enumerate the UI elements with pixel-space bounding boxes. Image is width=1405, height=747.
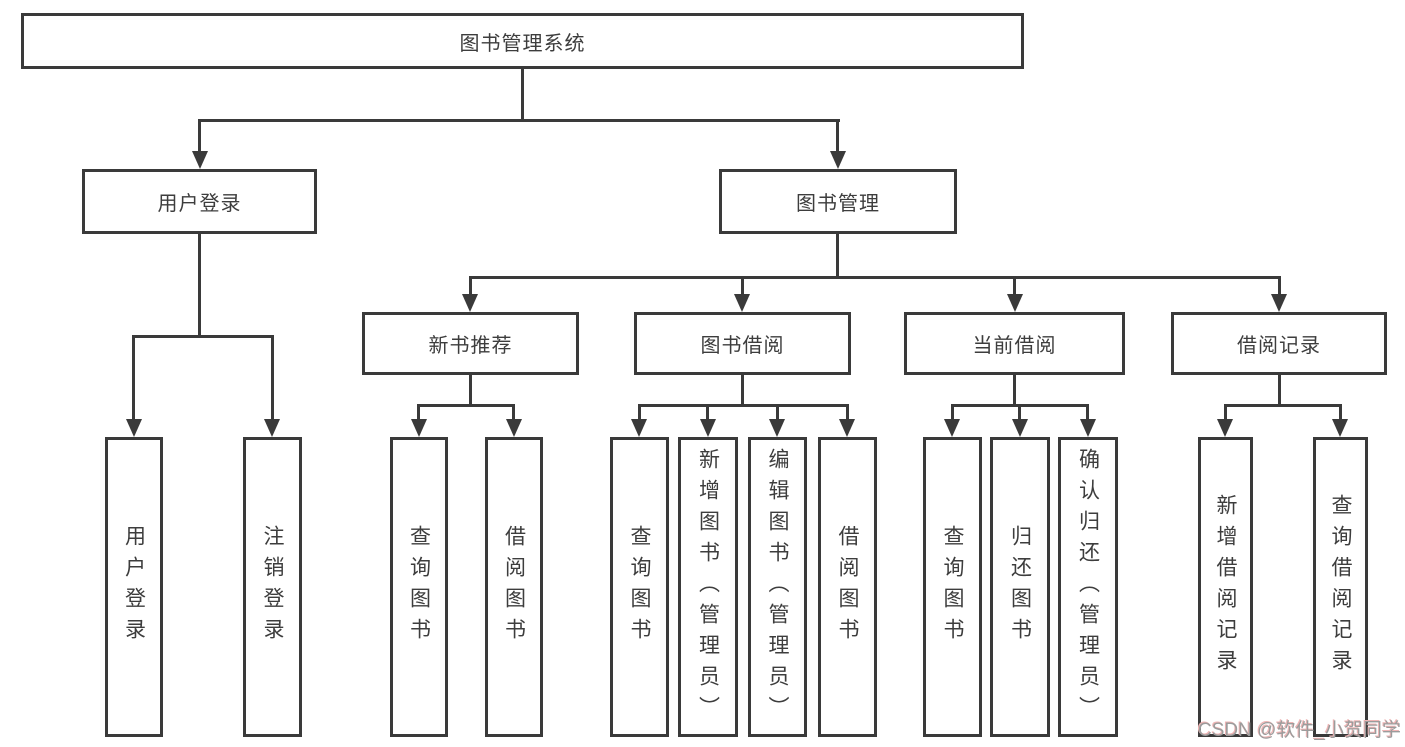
- connector-vline: [1224, 404, 1227, 421]
- node-logout: 注销登录: [243, 437, 302, 737]
- arrowhead-down-icon: [839, 419, 855, 437]
- node-label: 图书借阅: [700, 335, 785, 357]
- node-query-books-current: 查询图书: [923, 437, 982, 737]
- connector-vline: [638, 404, 641, 421]
- node-label: 查询图书: [628, 525, 651, 649]
- node-return-book: 归还图书: [990, 437, 1050, 737]
- arrowhead-down-icon: [462, 294, 478, 312]
- connector-vline: [1278, 276, 1281, 296]
- connector-vline: [706, 404, 709, 421]
- connector-vline: [198, 234, 201, 338]
- node-label: 新增借阅记录: [1214, 494, 1237, 680]
- node-label: 编辑图书（管理员）: [766, 447, 789, 727]
- arrowhead-down-icon: [1007, 294, 1023, 312]
- node-label: 注销登录: [261, 525, 284, 649]
- connector-vline: [521, 69, 524, 119]
- node-confirm-return-admin: 确认归还（管理员）: [1058, 437, 1118, 737]
- node-library-management-system: 图书管理系统: [21, 13, 1024, 69]
- node-new-book-recommendation: 新书推荐: [362, 312, 579, 375]
- node-edit-book-admin: 编辑图书（管理员）: [748, 437, 807, 737]
- connector-hline: [417, 404, 515, 407]
- node-query-borrow-record: 查询借阅记录: [1313, 437, 1368, 737]
- node-current-borrowing: 当前借阅: [904, 312, 1125, 375]
- connector-vline: [741, 375, 744, 407]
- connector-vline: [271, 335, 274, 421]
- arrowhead-down-icon: [631, 419, 647, 437]
- node-book-management: 图书管理: [719, 169, 957, 234]
- node-user-login: 用户登录: [82, 169, 317, 234]
- node-label: 查询借阅记录: [1329, 494, 1352, 680]
- node-label: 图书管理: [796, 193, 880, 215]
- arrowhead-down-icon: [192, 151, 208, 169]
- node-label: 图书管理系统: [459, 32, 586, 55]
- node-label: 用户登录: [157, 193, 242, 215]
- node-label: 归还图书: [1008, 525, 1032, 649]
- arrowhead-down-icon: [1271, 294, 1287, 312]
- arrowhead-down-icon: [506, 419, 522, 437]
- node-book-borrowing: 图书借阅: [634, 312, 851, 375]
- node-add-book-admin: 新增图书（管理员）: [678, 437, 738, 737]
- node-label: 新增图书（管理员）: [696, 447, 720, 727]
- arrowhead-down-icon: [734, 294, 750, 312]
- node-label: 借阅图书: [836, 525, 859, 649]
- node-label: 当前借阅: [972, 335, 1057, 357]
- connector-vline: [1013, 375, 1016, 407]
- arrowhead-down-icon: [1080, 419, 1096, 437]
- arrowhead-down-icon: [1332, 419, 1348, 437]
- connector-hline: [198, 119, 840, 122]
- node-borrow-books-recommend: 借阅图书: [485, 437, 543, 737]
- node-label: 新书推荐: [428, 335, 513, 357]
- node-label: 确认归还（管理员）: [1076, 447, 1100, 727]
- connector-vline: [1339, 404, 1342, 421]
- connector-vline: [776, 404, 779, 421]
- node-borrow-books-borrowing: 借阅图书: [818, 437, 877, 737]
- arrowhead-down-icon: [264, 419, 280, 437]
- connector-vline: [512, 404, 515, 421]
- node-label: 用户登录: [122, 525, 146, 649]
- connector-vline: [1013, 276, 1016, 296]
- arrowhead-down-icon: [1012, 419, 1028, 437]
- node-borrowing-records: 借阅记录: [1171, 312, 1387, 375]
- connector-vline: [846, 404, 849, 421]
- connector-vline: [1086, 404, 1089, 421]
- connector-vline: [469, 375, 472, 407]
- arrowhead-down-icon: [769, 419, 785, 437]
- connector-hline: [638, 404, 849, 407]
- node-query-books-borrowing: 查询图书: [610, 437, 669, 737]
- arrowhead-down-icon: [1217, 419, 1233, 437]
- connector-hline: [1224, 404, 1342, 407]
- node-user-login-leaf: 用户登录: [105, 437, 163, 737]
- connector-vline: [951, 404, 954, 421]
- csdn-watermark: CSDN @软件_小贺同学: [1198, 720, 1401, 741]
- node-label: 借阅图书: [502, 525, 526, 649]
- node-label: 查询图书: [941, 525, 964, 649]
- node-add-borrow-record: 新增借阅记录: [1198, 437, 1253, 737]
- connector-vline: [836, 234, 839, 279]
- connector-vline: [1278, 375, 1281, 407]
- node-query-books-recommend: 查询图书: [390, 437, 448, 737]
- connector-vline: [469, 276, 472, 296]
- connector-vline: [132, 335, 135, 421]
- connector-vline: [1018, 404, 1021, 421]
- connector-vline: [836, 119, 839, 153]
- node-label: 借阅记录: [1237, 335, 1321, 357]
- connector-vline: [741, 276, 744, 296]
- node-label: 查询图书: [407, 525, 431, 649]
- connector-hline: [132, 335, 274, 338]
- arrowhead-down-icon: [830, 151, 846, 169]
- arrowhead-down-icon: [944, 419, 960, 437]
- arrowhead-down-icon: [126, 419, 142, 437]
- arrowhead-down-icon: [700, 419, 716, 437]
- connector-vline: [417, 404, 420, 421]
- connector-vline: [198, 119, 201, 153]
- arrowhead-down-icon: [411, 419, 427, 437]
- connector-hline: [469, 276, 1281, 279]
